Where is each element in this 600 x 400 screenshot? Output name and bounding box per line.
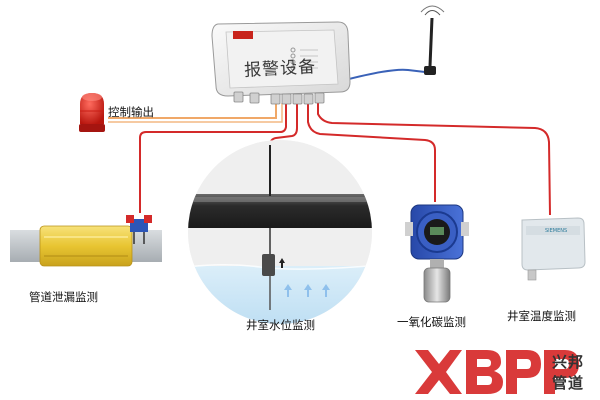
alarm-device — [211, 21, 351, 105]
co-sensor — [405, 204, 469, 303]
siren-icon — [79, 93, 105, 132]
label-co-monitor: 一氧化碳监测 — [397, 315, 466, 329]
device-title: 报警设备 — [243, 57, 317, 81]
level-arrow-icon — [279, 258, 285, 268]
device-logo — [233, 31, 253, 39]
temperature-sensor: SIEMENS — [521, 217, 586, 281]
label-control-output: 控制输出 — [108, 105, 154, 119]
rising-water-arrows — [284, 284, 330, 297]
label-well-temperature: 井室温度监测 — [507, 309, 576, 323]
label-well-water-level: 井室水位监测 — [246, 318, 315, 332]
antenna-wire — [344, 68, 426, 81]
siren-wire — [108, 103, 277, 119]
co-sensor-wire — [307, 103, 436, 202]
sensor-brand-text: SIEMENS — [545, 228, 567, 234]
brand-name-line2: 管道 — [552, 374, 585, 392]
antenna-icon — [420, 5, 445, 75]
temp-sensor-wire — [317, 103, 551, 216]
wires — [108, 68, 551, 216]
water-level-scene — [188, 140, 372, 324]
brand-name-line1: 兴邦 — [552, 353, 585, 371]
pipeline-leak-sensor — [10, 215, 162, 267]
cable-glands — [233, 91, 325, 105]
leak-sensor-wire — [139, 103, 287, 213]
brand-name: 兴邦 管道 — [552, 354, 584, 392]
label-pipeline-leak: 管道泄漏监测 — [29, 290, 98, 304]
brand-logo — [415, 350, 579, 394]
